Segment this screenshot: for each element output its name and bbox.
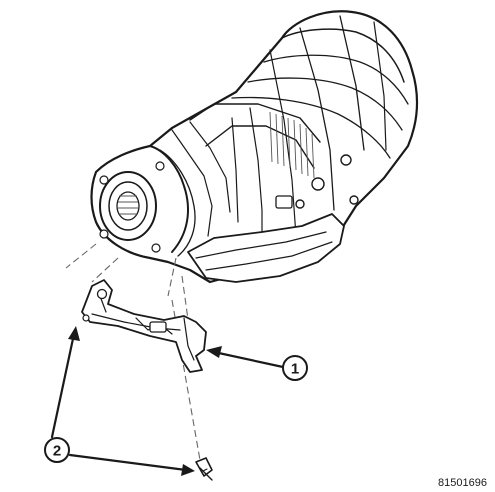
callout-1: 1 bbox=[282, 355, 308, 381]
transmission-case bbox=[90, 10, 419, 284]
bolt-part bbox=[195, 457, 213, 481]
callout-2-label: 2 bbox=[53, 443, 61, 460]
leader-lines bbox=[50, 326, 285, 476]
callout-2: 2 bbox=[44, 437, 70, 463]
callout-1-label: 1 bbox=[291, 361, 299, 378]
figure-id: 81501696 bbox=[438, 477, 487, 489]
bracket-part bbox=[81, 279, 207, 373]
